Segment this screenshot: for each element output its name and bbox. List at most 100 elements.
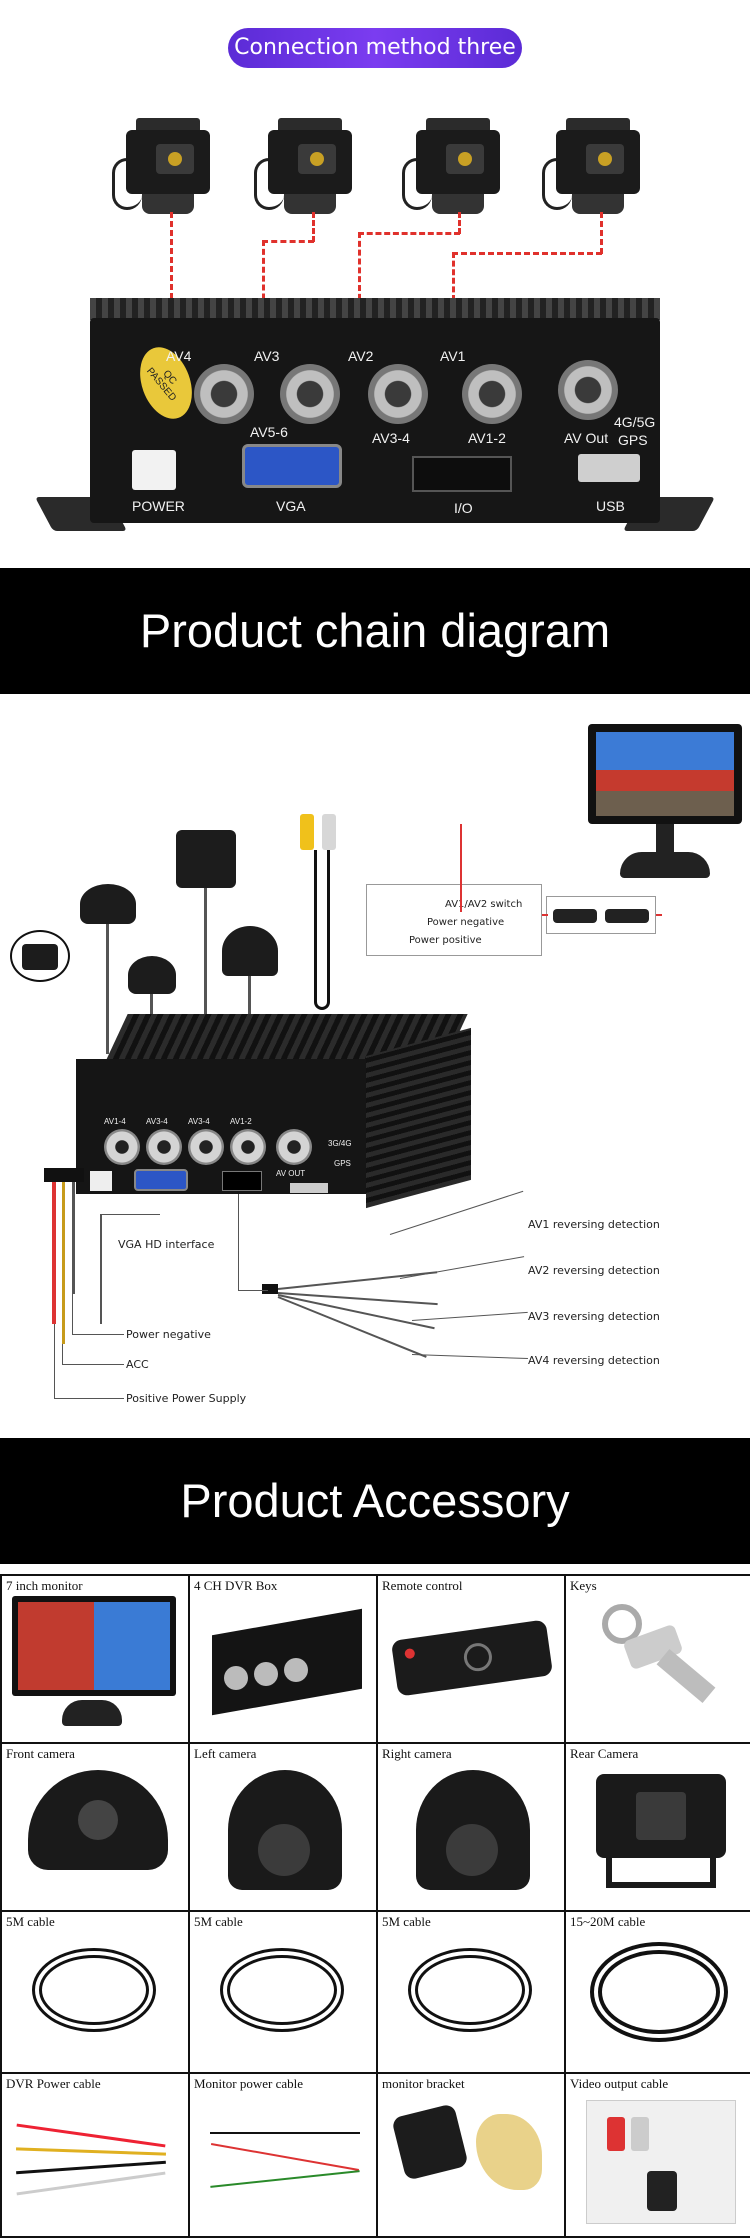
side-camera-icon — [80, 884, 136, 924]
bottom-label: VGA — [276, 498, 306, 514]
accessory-cell: 7 inch monitor — [2, 1576, 190, 1744]
power-socket — [132, 450, 176, 490]
cable-icon — [408, 1948, 532, 2032]
product-accessory-banner: Product Accessory — [0, 1438, 750, 1564]
accessory-cell: monitor bracket — [378, 2074, 566, 2238]
accessory-cell: 4 CH DVR Box — [190, 1576, 378, 1744]
vga-socket — [134, 1169, 188, 1191]
port-label: AV2 — [348, 348, 374, 364]
cable-icon — [590, 1942, 728, 2042]
port-label: AV1-2 — [468, 430, 506, 446]
positive-power-label: Positive Power Supply — [126, 1392, 247, 1405]
av-port — [462, 364, 522, 424]
connection-line — [312, 212, 315, 242]
monitor-icon — [12, 1596, 176, 1696]
av4-reversing-label: AV4 reversing detection — [528, 1354, 660, 1367]
accessory-cell: Right camera — [378, 1744, 566, 1912]
power-plug-icon — [44, 1168, 84, 1182]
rear-camera-icon — [176, 830, 236, 888]
av3-reversing-label: AV3 reversing detection — [528, 1310, 660, 1323]
connection-method-section: Connection method three QC PASSED AV4 AV… — [0, 0, 750, 568]
port-label: AV3-4 — [372, 430, 410, 446]
av1-reversing-label: AV1 reversing detection — [528, 1218, 660, 1231]
bracket-icon — [391, 2103, 469, 2181]
av2-reversing-label: AV2 reversing detection — [528, 1264, 660, 1277]
connection-line — [452, 252, 602, 255]
vga-interface-label: VGA HD interface — [118, 1238, 215, 1251]
chain-diagram-section: AV1/AV2 switch Power negative Power posi… — [0, 694, 750, 1438]
remote-icon — [390, 1619, 554, 1697]
side-camera-icon — [128, 956, 176, 994]
connection-line — [262, 240, 265, 344]
io-socket — [222, 1171, 262, 1191]
stand-icon — [62, 1700, 122, 1726]
accessory-cell: DVR Power cable — [2, 2074, 190, 2238]
key-ring-icon — [602, 1604, 642, 1644]
port-label: AV1 — [440, 348, 466, 364]
monitor-cable-icon — [210, 2132, 360, 2134]
power-socket — [90, 1171, 112, 1191]
bottom-label: I/O — [454, 500, 473, 516]
camera-icon — [542, 118, 648, 228]
av-port — [194, 364, 254, 424]
chain-diagram-banner: Product chain diagram — [0, 568, 750, 694]
bottom-label: POWER — [132, 498, 185, 514]
switch-callout-box: AV1/AV2 switch Power negative Power posi… — [366, 884, 542, 956]
cable-icon — [32, 1948, 156, 2032]
camera-icon — [254, 118, 360, 228]
monitor-icon — [588, 724, 742, 824]
accessory-cell: Remote control — [378, 1576, 566, 1744]
accessory-cell: Monitor power cable — [190, 2074, 378, 2238]
av-port — [280, 364, 340, 424]
connection-method-title: Connection method three — [228, 28, 522, 68]
accessory-cell: 5M cable — [190, 1912, 378, 2074]
dome-camera-icon — [28, 1770, 168, 1870]
accessory-cell: Video output cable — [566, 2074, 750, 2238]
cable-icon — [220, 1948, 344, 2032]
side-camera-icon — [416, 1770, 530, 1890]
av-switch-cable-icon — [300, 814, 346, 1024]
accessory-cell: Keys — [566, 1576, 750, 1744]
usb-socket — [290, 1183, 328, 1193]
port-label: AV5-6 — [250, 424, 288, 440]
connection-line — [358, 232, 361, 344]
monitor-connector-box — [546, 896, 656, 934]
side-label: 4G/5G — [614, 414, 656, 430]
pad-icon — [476, 2114, 542, 2190]
port-label: AV3 — [254, 348, 280, 364]
connection-line — [170, 212, 173, 344]
accessory-cell: Front camera — [2, 1744, 190, 1912]
accessory-cell: 5M cable — [378, 1912, 566, 2074]
video-cable-icon — [586, 2100, 736, 2224]
side-camera-icon — [228, 1770, 342, 1890]
monitor-stand-icon — [620, 824, 710, 884]
accessory-cell: Left camera — [190, 1744, 378, 1912]
camera-icon — [112, 118, 218, 228]
connection-line — [358, 232, 460, 235]
accessory-cell: Rear Camera — [566, 1744, 750, 1912]
connection-line — [600, 212, 603, 254]
connection-line — [458, 212, 461, 234]
vga-socket — [242, 444, 342, 488]
dvr-front-panel: QC PASSED AV4 AV3 AV2 AV1 AV5-6 AV3-4 AV… — [34, 298, 716, 531]
accessory-cell: 5M cable — [2, 1912, 190, 2074]
side-label: GPS — [618, 432, 648, 448]
av-out-port — [558, 360, 618, 420]
port-label: AV4 — [166, 348, 192, 364]
connection-line — [262, 240, 314, 243]
dvr-box-icon: AV1-4 AV3-4 AV3-4 AV1-2 AV OUT 3G/4G GPS — [76, 1014, 476, 1214]
camera-body-icon — [22, 944, 58, 970]
power-cable-icon — [16, 2123, 166, 2148]
dome-camera-icon — [222, 926, 278, 976]
io-plug-icon — [262, 1284, 278, 1294]
power-negative-label: Power negative — [126, 1328, 211, 1341]
camera-icon — [402, 118, 508, 228]
rear-camera-icon — [596, 1774, 726, 1858]
usb-socket — [578, 454, 640, 482]
bottom-label: USB — [596, 498, 625, 514]
accessory-grid: 7 inch monitor 4 CH DVR Box Remote contr… — [0, 1574, 750, 2238]
acc-label: ACC — [126, 1358, 149, 1371]
av-port — [368, 364, 428, 424]
accessory-cell: 15~20M cable — [566, 1912, 750, 2074]
io-socket — [412, 456, 512, 492]
